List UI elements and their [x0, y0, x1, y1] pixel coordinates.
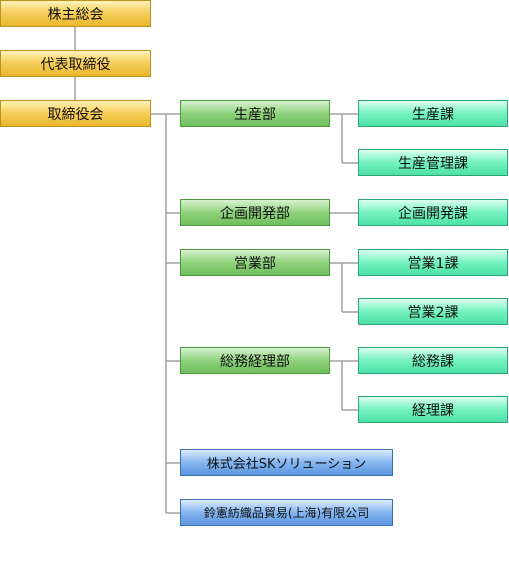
- subsidiary-label: 鈴憲紡織品貿易(上海)有限公司: [203, 506, 370, 520]
- subsidiary-label: 株式会社SKソリューション: [206, 457, 367, 472]
- representative-director-box: 代表取締役: [0, 50, 151, 77]
- board-of-directors-box: 取締役会: [0, 100, 151, 127]
- department-production-box: 生産部: [180, 100, 330, 127]
- subsidiary-shanghai-box: 鈴憲紡織品貿易(上海)有限公司: [180, 499, 393, 526]
- section-sales-1-box: 営業1課: [358, 249, 508, 276]
- shareholders-meeting-label: 株主総会: [47, 6, 104, 23]
- section-label: 営業1課: [407, 255, 459, 272]
- section-label: 生産課: [412, 106, 454, 123]
- board-of-directors-label: 取締役会: [47, 106, 104, 123]
- department-sales-box: 営業部: [180, 249, 330, 276]
- department-label: 営業部: [234, 255, 276, 272]
- department-planning-box: 企画開発部: [180, 199, 330, 226]
- section-production-box: 生産課: [358, 100, 508, 127]
- section-label: 企画開発課: [398, 205, 468, 222]
- department-label: 生産部: [234, 106, 276, 123]
- section-production-control-box: 生産管理課: [358, 149, 508, 176]
- department-label: 企画開発部: [220, 205, 290, 222]
- shareholders-meeting-box: 株主総会: [0, 0, 151, 27]
- section-general-affairs-box: 総務課: [358, 347, 508, 374]
- section-label: 生産管理課: [398, 155, 468, 172]
- section-label: 経理課: [412, 402, 454, 419]
- section-sales-2-box: 営業2課: [358, 298, 508, 325]
- subsidiary-sk-solution-box: 株式会社SKソリューション: [180, 449, 393, 476]
- section-accounting-box: 経理課: [358, 396, 508, 423]
- section-label: 総務課: [412, 353, 454, 370]
- department-label: 総務経理部: [220, 353, 290, 370]
- representative-director-label: 代表取締役: [40, 56, 111, 73]
- section-label: 営業2課: [407, 304, 459, 321]
- department-general-affairs-box: 総務経理部: [180, 347, 330, 374]
- section-planning-box: 企画開発課: [358, 199, 508, 226]
